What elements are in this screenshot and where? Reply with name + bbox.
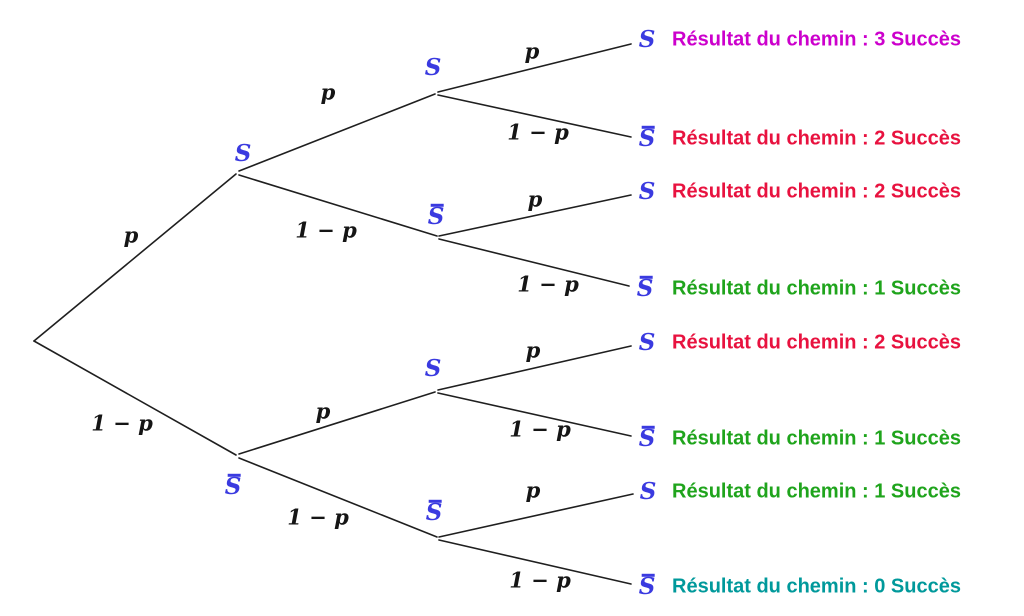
leaf-result-3: Résultat du chemin : 2 Succès xyxy=(672,180,961,203)
edge-to-leaf-2 xyxy=(437,94,632,138)
edge-sbar-to-sbars xyxy=(238,391,436,455)
node-letter: S xyxy=(638,572,656,600)
node-level2-sbar-1: S xyxy=(427,202,445,230)
leaf-node-8: S xyxy=(638,572,656,600)
node-letter: S xyxy=(638,177,656,205)
edge-to-leaf-3 xyxy=(438,194,632,237)
node-letter: S xyxy=(234,139,252,167)
edge-to-leaf-6 xyxy=(437,392,632,437)
edge-to-leaf-7 xyxy=(438,493,634,538)
leaf-node-7: S xyxy=(639,477,657,505)
node-level1-sbar: S xyxy=(224,472,242,500)
leaf-node-6: S xyxy=(638,424,656,452)
edge-to-leaf-5 xyxy=(437,345,632,391)
node-letter: S xyxy=(638,25,656,53)
leaf-node-2: S xyxy=(638,124,656,152)
edge-root-to-s xyxy=(33,173,237,342)
edge-to-leaf-1 xyxy=(437,43,632,93)
node-letter: S xyxy=(639,477,657,505)
leaf-node-1: S xyxy=(638,25,656,53)
node-letter: S xyxy=(638,124,656,152)
node-level1-s: S xyxy=(234,139,252,167)
branch-label-1-p: 1 − p xyxy=(507,119,569,145)
leaf-node-3: S xyxy=(638,177,656,205)
leaf-node-4: S xyxy=(636,274,654,302)
node-letter: S xyxy=(638,328,656,356)
branch-label-1-p: 1 − p xyxy=(509,567,571,593)
branch-label-p: p xyxy=(524,38,540,64)
edge-root-to-sbar xyxy=(33,340,237,456)
node-level2-s-1: S xyxy=(424,53,442,81)
branch-label-p: p xyxy=(123,222,139,248)
branch-label-p: p xyxy=(527,186,543,212)
branch-label-1-p: 1 − p xyxy=(91,410,153,436)
node-letter: S xyxy=(424,354,442,382)
branch-label-1-p: 1 − p xyxy=(509,416,571,442)
leaf-result-2: Résultat du chemin : 2 Succès xyxy=(672,127,961,150)
edge-s-to-ssbar xyxy=(238,174,438,237)
leaf-result-4: Résultat du chemin : 1 Succès xyxy=(672,277,961,300)
node-level2-s-2: S xyxy=(424,354,442,382)
leaf-result-5: Résultat du chemin : 2 Succès xyxy=(672,331,961,354)
edge-s-to-ss xyxy=(238,93,436,172)
edge-to-leaf-8 xyxy=(438,539,632,585)
edge-to-leaf-4 xyxy=(438,238,630,287)
leaf-node-5: S xyxy=(638,328,656,356)
leaf-result-8: Résultat du chemin : 0 Succès xyxy=(672,575,961,598)
node-letter: S xyxy=(425,498,443,526)
branch-label-p: p xyxy=(320,79,336,105)
node-letter: S xyxy=(224,472,242,500)
node-letter: S xyxy=(636,274,654,302)
node-letter: S xyxy=(638,424,656,452)
branch-label-1-p: 1 − p xyxy=(287,504,349,530)
node-level2-sbar-2: S xyxy=(425,498,443,526)
branch-label-1-p: 1 − p xyxy=(295,217,357,243)
leaf-result-1: Résultat du chemin : 3 Succès xyxy=(672,28,961,51)
node-letter: S xyxy=(424,53,442,81)
leaf-result-6: Résultat du chemin : 1 Succès xyxy=(672,427,961,450)
branch-label-p: p xyxy=(315,398,331,424)
branch-label-1-p: 1 − p xyxy=(517,271,579,297)
node-letter: S xyxy=(427,202,445,230)
branch-label-p: p xyxy=(525,337,541,363)
branch-label-p: p xyxy=(525,477,541,503)
leaf-result-7: Résultat du chemin : 1 Succès xyxy=(672,480,961,503)
edge-sbar-to-sbarsbar xyxy=(238,457,438,538)
